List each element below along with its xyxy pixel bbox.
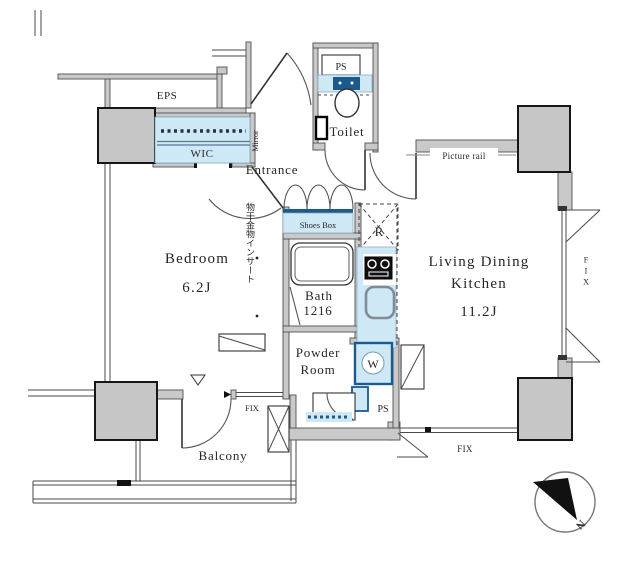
- label-entrance: Entrance: [246, 162, 299, 177]
- pillar-top-right: [517, 105, 571, 173]
- powder-room-fixtures: [306, 344, 425, 422]
- window-flags: [397, 209, 601, 458]
- bath-room: [289, 242, 354, 326]
- toilet-room: [314, 54, 373, 191]
- picture-rail: [406, 148, 516, 161]
- bedroom-door-swing: [208, 198, 282, 220]
- refrigerator-space: [358, 203, 399, 251]
- balcony-drain: [117, 480, 131, 486]
- label-wic: WIC: [191, 148, 214, 160]
- balcony-structure: [28, 10, 297, 504]
- label-bath: Bath: [305, 288, 333, 303]
- label-ps-lower: PS: [377, 404, 388, 415]
- stove: [364, 256, 393, 280]
- label-ldk-2: Kitchen: [451, 276, 507, 292]
- entrance-door-leaf: [250, 52, 288, 105]
- bathtub: [290, 242, 354, 286]
- shoes-box: [282, 184, 354, 234]
- balcony-shaft: [267, 405, 290, 453]
- bedroom-door-leaf: [251, 166, 284, 209]
- label-powder-1: Powder: [296, 345, 341, 360]
- label-toilet: Toilet: [330, 124, 365, 139]
- label-fix-bedroom: FIX: [245, 403, 259, 413]
- label-eps: EPS: [157, 90, 177, 102]
- window-marker: [190, 374, 206, 386]
- label-powder-2: Room: [301, 362, 336, 377]
- label-balcony: Balcony: [199, 448, 248, 463]
- compass-needle: [533, 478, 577, 520]
- label-ldk-size: 11.2J: [460, 304, 498, 320]
- entrance-door-swing: [286, 52, 312, 106]
- doors: [181, 52, 417, 449]
- washer-space: [353, 341, 394, 386]
- pillar-bottom-right: [517, 377, 573, 441]
- label-bath-size: 1216: [303, 303, 332, 318]
- wic-closet: [154, 116, 251, 164]
- kitchen-counter: [356, 208, 398, 349]
- toilet-paper-holder: [314, 115, 329, 141]
- balcony-door-swing: [181, 398, 232, 449]
- label-refrigerator: R: [375, 224, 384, 239]
- label-fix-bottom: FIX: [457, 444, 473, 454]
- label-shoes-box: Shoes Box: [300, 220, 337, 230]
- compass: N: [533, 471, 596, 533]
- label-fix-right: FIX: [582, 256, 591, 289]
- label-bedroom: Bedroom: [165, 251, 229, 267]
- pillar-bottom-left: [94, 381, 158, 441]
- toilet-cistern: [333, 77, 360, 90]
- walls: [57, 41, 573, 441]
- bedroom-counter: [218, 333, 266, 352]
- pillar-top-left: [97, 107, 156, 164]
- label-laundry-insert: 物干金物インサート: [245, 201, 255, 283]
- label-picture-rail: Picture rail: [442, 151, 486, 161]
- toilet-bowl: [334, 88, 360, 118]
- label-mirror: Mirror: [251, 130, 260, 152]
- label-bedroom-size: 6.2J: [182, 280, 211, 296]
- kitchen-sink: [364, 285, 396, 320]
- label-washer: W: [367, 357, 379, 371]
- label-ldk-1: Living Dining: [428, 254, 529, 270]
- window-arrow: [224, 391, 231, 398]
- label-ps-upper: PS: [335, 62, 346, 73]
- ldk-door-swing: [369, 152, 417, 200]
